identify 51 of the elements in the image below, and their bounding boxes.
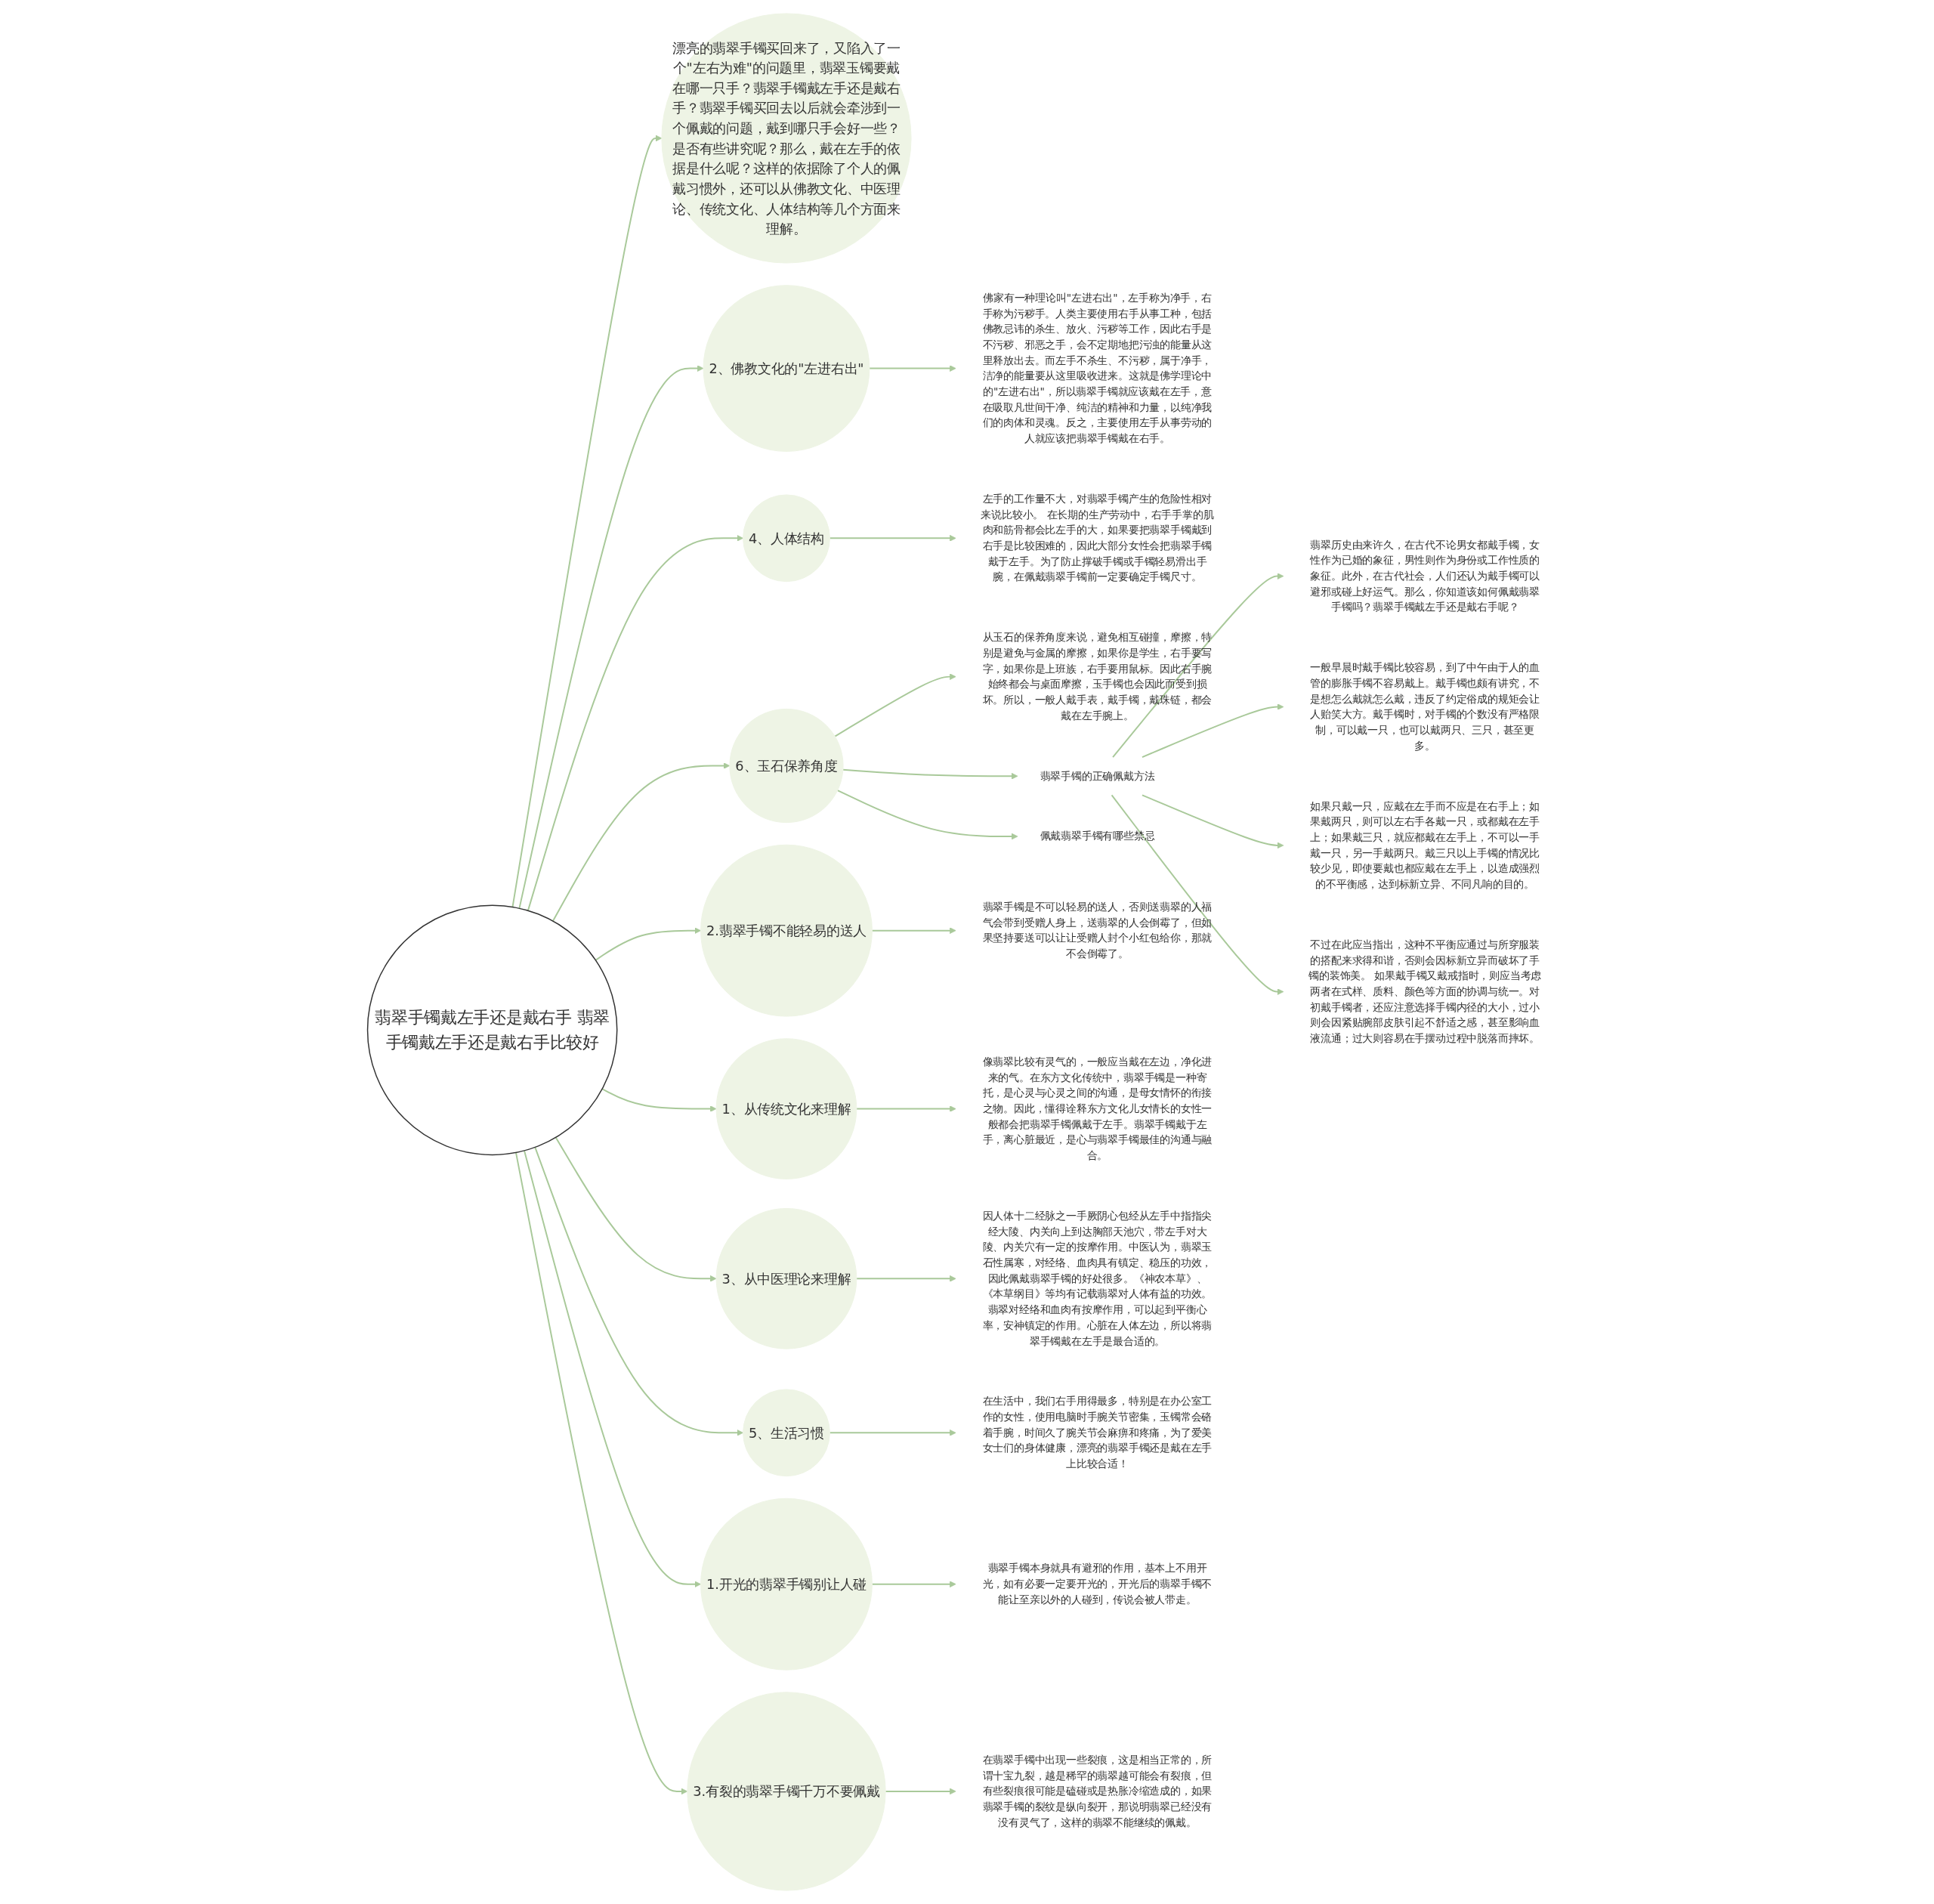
node-text: 在生活中，我们右手用得最多，特别是在办公室工作的女性，使用电脑时手腕关节密集，玉镯常会硌着手腕，时间久了腕关节会麻痹和疼痛，为了爱美女士们的身体健康，漂亮的翡翠手镯还是戴在左手上比较合适！ — [982, 1395, 1213, 1470]
arrow — [1141, 703, 1284, 759]
arrow — [855, 1105, 956, 1112]
arrow — [555, 1136, 717, 1282]
arrow — [551, 762, 731, 923]
node-text: 在翡翠手镯中出现一些裂痕，这是相当正常的，所谓十宝九裂，越是稀罕的翡翠越可能会有裂痕，但有些裂痕很可能是磕碰或是热胀冷缩造成的，如果翡翠手镯的裂纹是纵向裂开，那说明翡翠已经没有没有灵气了，这样的翡翠不能继续的佩戴。 — [982, 1754, 1213, 1828]
arrow — [829, 534, 956, 542]
node-text: 一般早晨时戴手镯比较容易，到了中午由于人的血管的膨胀手镯不容易戴上。戴手镯也颇有讲究，不是想怎么戴就怎么戴，违反了约定俗成的规矩会让人贻笑大方。戴手镯时，对手镯的个数没有严格限制，可以戴一只，也可以戴两只、三只，甚至更多。 — [1310, 661, 1540, 752]
node-circle: 5、生活习惯 — [743, 1389, 830, 1477]
node-text: 佩戴翡翠手镯有哪些禁忌 — [1040, 830, 1155, 842]
node-circle: 2、佛教文化的"左进右出" — [703, 285, 870, 452]
arrow — [511, 134, 663, 908]
arrow — [842, 768, 1018, 780]
node-text: 翡翠手镯本身就具有避邪的作用，基本上不用开光，如有必要一定要开光的，开光后的翡翠手镯不能让至亲以外的人碰到，传说会被人带走。 — [982, 1562, 1213, 1606]
arrow — [518, 365, 704, 910]
node-text: 翡翠手镯的正确佩戴方法 — [1040, 769, 1155, 782]
node-circle: 2.翡翠手镯不能轻易的送人 — [700, 844, 873, 1017]
arrow — [855, 1275, 956, 1282]
node-text: 如果只戴一只，应戴在左手而不应是在右手上；如果戴两只，则可以左右手各戴一只，或都戴在左手上；如果戴三只，就应都戴在左手上，不可以一手戴一只，另一手戴两只。戴三只以上手镯的情况比较少见，即使要戴也都应戴在左手上，以造成强烈的不平衡感，达到标新立异、不同凡响的目的。 — [1310, 799, 1540, 891]
node-circle: 翡翠手镯戴左手还是戴右手 翡翠手镯戴左手还是戴右手比较好 — [366, 904, 618, 1156]
arrow — [885, 1788, 956, 1795]
node-text: 从玉石的保养角度来说，避免相互碰撞，摩擦，特别是避免与金属的摩擦，如果你是学生，右手要写字，如果你是上班族，右手要用鼠标。因此右手腕始终都会与桌面摩擦，玉手镯也会因此而受到损坏。所以，一般人戴手表，戴手镯，戴珠链，都会戴在左手腕上。 — [982, 631, 1213, 722]
node-text: 佛家有一种理论叫"左进右出"，左手称为净手，右手称为污秽手。人类主要使用右手从事工种，包括佛教忌讳的杀生、放火、污秽等工作，因此右手是不污秽、邪恶之手，会不定期地把污浊的能量从这里释放出去。而左手不杀生、不污秽，属于净手，洁净的能量要从这里吸收进来。这就是佛学理论中的"左进右出"，所以翡翠手镯就应该戴在左手，意在吸取凡世间干净、纯洁的精神和力量，以纯净我们的肉体和灵魂。反之，主要使用左手从事劳动的人就应该把翡翠手镯戴在右手。 — [982, 292, 1213, 445]
node-circle: 4、人体结构 — [743, 494, 830, 583]
arrow — [534, 1146, 743, 1436]
node-circle: 1、从传统文化来理解 — [715, 1038, 857, 1179]
arrow — [829, 1430, 956, 1436]
node-circle: 6、玉石保养角度 — [729, 708, 844, 824]
arrow — [527, 534, 743, 912]
arrow — [871, 927, 956, 934]
arrow — [1112, 573, 1284, 759]
node-text: 翡翠手镯是不可以轻易的送人，否则送翡翠的人福气会带到受赠人身上，送翡翠的人会倒霉了，但如果坚持要送可以让让受赠人封个小红包给你，那就不会倒霉了。 — [982, 901, 1213, 960]
arrow — [1111, 794, 1284, 995]
arrow — [836, 790, 1018, 840]
node-circle: 3、从中医理论来理解 — [715, 1207, 857, 1349]
arrow — [871, 1581, 956, 1588]
node-circle: 漂亮的翡翠手镯买回来了，又陷入了一个"左右为难"的问题里，翡翠玉镯要戴在哪一只手？翡翠手镯戴左手还是戴右手？翡翠手镯买回去以后就会牵涉到一个佩戴的问题，戴到哪只手会好一些？是否有些讲究呢？那么，戴在左手的依据是什么呢？这样的依据除了个人的佩戴习惯外，还可以从佛教文化、中医理论、传统文化、人体结构等几个方面来理解。 — [661, 13, 912, 264]
arrow — [834, 673, 956, 737]
node-text: 不过在此应当指出，这种不平衡应通过与所穿服装的搭配来求得和谐，否则会因标新立异而破坏了手镯的装饰美。 如果戴手镯又戴戒指时，则应当考虑两者在式样、质料、颜色等方面的协调与统一。对初戴手镯者，还应注意选择手镯内径的大小，过小则会因紧贴腕部皮肤引起不舒适之感，甚至影响血液流通；过大则容易在手摆动过程中脱落而摔坏。 — [1308, 938, 1542, 1045]
node-circle: 1.开光的翡翠手镯别让人碰 — [700, 1498, 873, 1671]
arrow — [524, 1149, 701, 1588]
node-text: 左手的工作量不大，对翡翠手镯产生的危险性相对来说比较小。 在长期的生产劳动中，右手手掌的肌肉和筋骨都会比左手的大，如果要把翡翠手镯戴到右手是比较困难的，因此大部分女性会把翡翠手镯戴于左手。为了防止撑破手镯或手镯轻易滑出手腕，在佩戴翡翠手镯前一定要确定手镯尺寸。 — [981, 493, 1214, 583]
node-text: 翡翠历史由来许久，在古代不论男女都戴手镯，女性作为已婚的象征，男性则作为身份或工作性质的象征。此外，在古代社会，人们还认为戴手镯可以避邪或碰上好运气。那么，你知道该如何佩戴翡翠手镯吗？翡翠手镯戴左手还是戴右手呢？ — [1310, 538, 1540, 614]
arrow — [514, 1151, 688, 1795]
node-circle: 3.有裂的翡翠手镯千万不要佩戴 — [687, 1692, 886, 1891]
arrow — [868, 365, 956, 372]
node-text: 像翡翠比较有灵气的，一般应当戴在左边，净化进来的气。在东方文化传统中，翡翠手镯是一种寄托，是心灵与心灵之间的沟通，是母女情怀的衔接之物。因此，懂得诠释东方文化儿女情长的女性一般都会把翡翠手镯佩戴于左手。翡翠手镯戴于左手，离心脏最近，是心与翡翠手镯最佳的沟通与融合。 — [982, 1056, 1213, 1162]
node-text: 因人体十二经脉之一手厥阴心包经从左手中指指尖经大陵、内关向上到达胸部天池穴，带左手对大陵、内关穴有一定的按摩作用。中医认为，翡翠玉石性属寒，对经络、血肉具有镇定、稳压的功效，因此佩戴翡翠手镯的好处很多。《神农本草》、《本草纲目》等均有记载翡翠对人体有益的功效。翡翠对经络和血肉有按摩作用，可以起到平衡心率，安神镇定的作用。心脏在人体左边，所以将翡翠手镯戴在左手是最合适的。 — [982, 1210, 1213, 1347]
arrow — [595, 927, 701, 961]
arrow — [601, 1088, 717, 1112]
arrow — [1141, 794, 1284, 849]
